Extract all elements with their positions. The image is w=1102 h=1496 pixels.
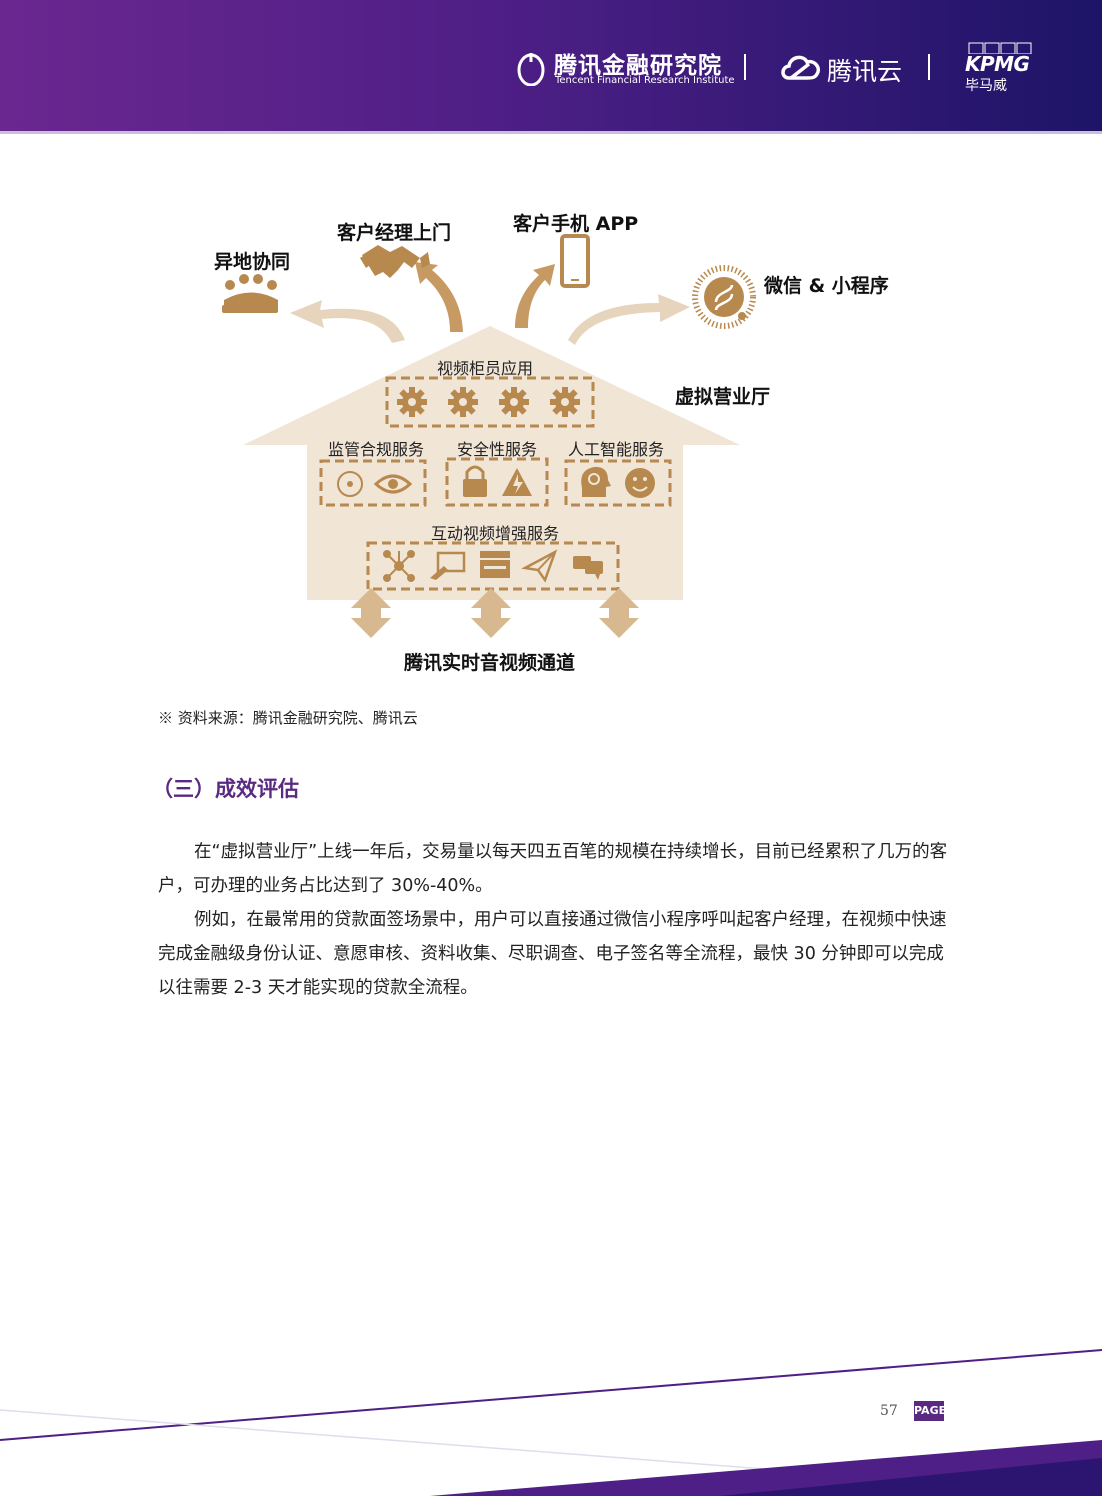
kpmg-logo: KPMG xyxy=(965,52,1030,76)
body-text: 在“虚拟营业厅”上线一年后，交易量以每天四五百笔的规模在持续增长，目前已经累积了… xyxy=(158,835,948,1005)
handshake-icon xyxy=(360,245,430,278)
tencent-cloud-label: 腾讯云 xyxy=(827,57,903,86)
header-bar: 腾讯金融研究院 Tencent Financial Research Insti… xyxy=(0,0,1102,131)
chat-bubbles-icon xyxy=(573,556,603,580)
page-label-badge: PAGE xyxy=(914,1401,946,1421)
lock-icon xyxy=(463,465,487,497)
gear-icons xyxy=(397,387,580,417)
people-meeting-icon xyxy=(222,274,278,313)
double-arrow-right xyxy=(599,588,639,638)
label-video-teller: 视频柜员应用 xyxy=(437,359,534,378)
eye-icon xyxy=(373,474,413,494)
double-arrow-left xyxy=(351,588,391,638)
virtual-hall-diagram: 异地协同 客户经理上门 客户手机 APP 微信 & 小程序 虚拟营业厅 视频柜员… xyxy=(0,0,1102,700)
smiley-icon xyxy=(625,468,655,498)
double-arrows xyxy=(351,588,639,638)
kpmg-name-cn: 毕马威 xyxy=(965,78,1007,94)
arrow-to-wechat xyxy=(568,294,690,345)
label-security: 安全性服务 xyxy=(457,440,538,459)
house-shape xyxy=(243,326,740,600)
header-separator xyxy=(744,54,746,80)
tfri-name-cn: 腾讯金融研究院 xyxy=(554,53,722,79)
presentation-icon xyxy=(430,551,466,580)
target-icon xyxy=(337,471,363,497)
brain-head-icon xyxy=(581,466,611,497)
footer-decoration xyxy=(0,1349,1102,1496)
tencent-cloud-icon xyxy=(781,55,820,80)
label-manager-visit: 客户经理上门 xyxy=(337,222,452,244)
header-divider xyxy=(0,131,1102,134)
source-note: ※ 资料来源：腾讯金融研究院、腾讯云 xyxy=(158,709,418,727)
tfri-egg-logo-icon xyxy=(517,53,545,86)
warning-icon xyxy=(502,468,532,496)
label-interactive-video: 互动视频增强服务 xyxy=(431,524,560,543)
network-icon xyxy=(383,550,415,582)
label-compliance: 监管合规服务 xyxy=(328,440,425,459)
label-mobile-app: 客户手机 APP xyxy=(513,213,639,235)
section-title: （三）成效评估 xyxy=(152,777,299,801)
label-ai: 人工智能服务 xyxy=(568,440,665,459)
label-rtc-channel: 腾讯实时音视频通道 xyxy=(404,652,576,674)
arrow-to-app xyxy=(515,264,555,328)
label-remote-collab: 异地协同 xyxy=(214,251,291,273)
label-wechat: 微信 & 小程序 xyxy=(764,275,889,297)
kpmg-boxes-icon xyxy=(968,42,1032,54)
paragraph: 在“虚拟营业厅”上线一年后，交易量以每天四五百笔的规模在持续增长，目前已经累积了… xyxy=(158,842,948,896)
arrow-to-remote xyxy=(290,300,405,343)
paragraph: 例如，在最常用的贷款面签场景中，用户可以直接通过微信小程序呼叫起客户经理，在视频… xyxy=(158,910,947,998)
mobile-phone-icon xyxy=(560,234,590,288)
tfri-name-en: Tencent Financial Research Institute xyxy=(555,75,735,86)
arrow-to-manager xyxy=(415,262,463,332)
page-number: 57 xyxy=(880,1403,898,1419)
header-separator xyxy=(928,54,930,80)
wechat-mini-program-icon xyxy=(692,265,756,329)
double-arrow-center xyxy=(471,588,511,638)
paper-plane-icon xyxy=(521,549,558,583)
label-virtual-hall: 虚拟营业厅 xyxy=(675,386,771,408)
clapperboard-icon xyxy=(480,551,510,578)
